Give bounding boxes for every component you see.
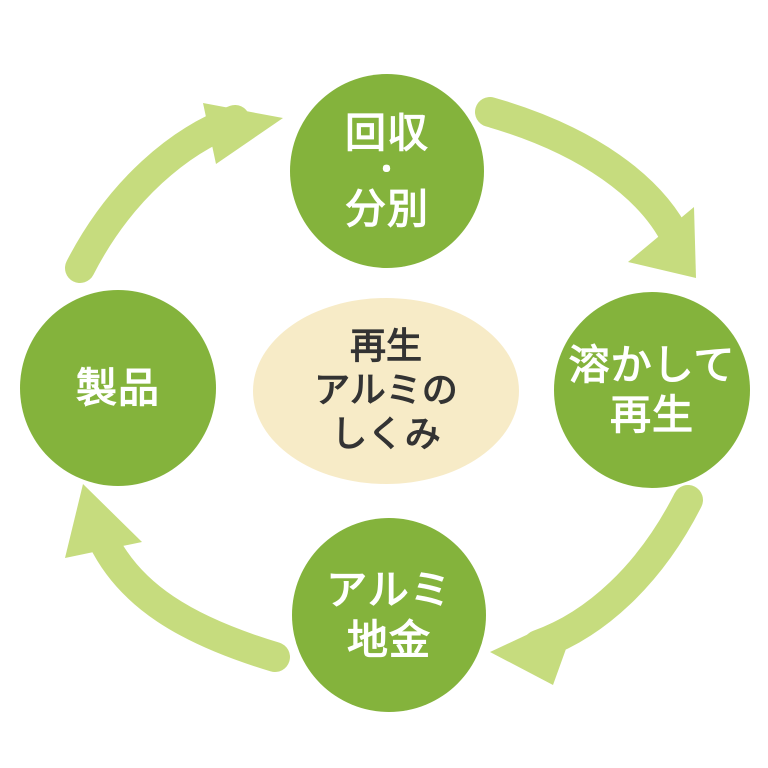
node-collection-line-1: 回収	[345, 109, 429, 157]
node-ingot-line-2: 地金	[347, 616, 431, 664]
arrow-head-ingot-to-product	[65, 484, 142, 558]
node-collection-sorting: 回収 ・ 分別	[290, 74, 484, 268]
center-title-line-2: アルミの	[314, 370, 458, 411]
node-aluminum-ingot: アルミ 地金	[292, 518, 486, 712]
arrow-head-product-to-collection	[203, 103, 283, 164]
center-title-line-3: しくみ	[331, 414, 441, 455]
node-product: 製品	[20, 290, 216, 486]
node-collection-separator: ・	[371, 153, 403, 188]
arrow-collection-to-remelt	[475, 97, 692, 255]
node-remelt-line-1: 溶かして	[568, 341, 736, 389]
node-ingot-line-1: アルミ	[326, 566, 452, 614]
node-remelt-line-2: 再生	[610, 391, 694, 439]
node-collection-line-2: 分別	[345, 185, 429, 233]
center-title-line-1: 再生	[349, 326, 422, 367]
node-remelt-regenerate: 溶かして 再生	[554, 292, 750, 488]
arrow-head-collection-to-remelt	[628, 207, 696, 278]
center-title: 再生 アルミの しくみ	[253, 298, 519, 484]
node-product-line-1: 製品	[76, 364, 160, 412]
arrow-ingot-to-product	[88, 525, 290, 672]
arrow-head-remelt-to-ingot	[490, 610, 580, 685]
